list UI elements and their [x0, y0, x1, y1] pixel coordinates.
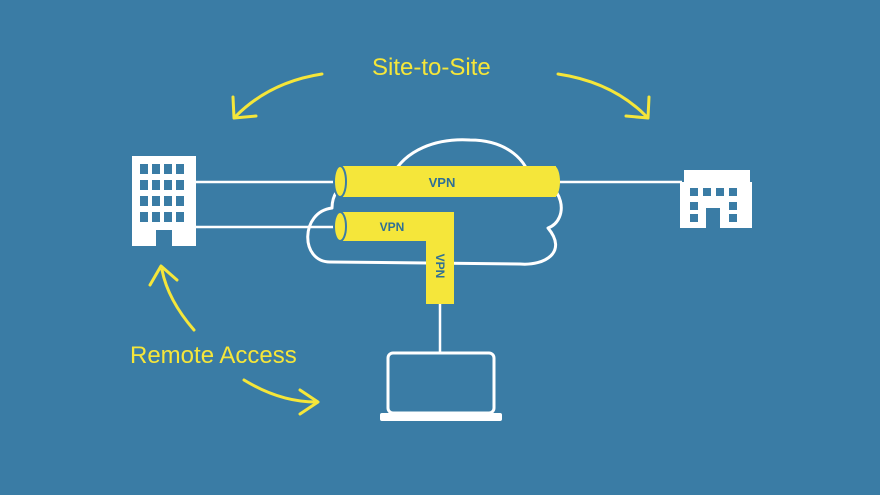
vpn-tunnel-middle-end-left	[333, 211, 347, 242]
vpn-tunnel-top	[338, 166, 556, 197]
laptop-icon	[380, 351, 502, 421]
arrow-remote-up-icon	[160, 268, 196, 332]
vpn-tunnel-l-shape	[338, 212, 454, 304]
cloud-icon	[306, 138, 563, 266]
vpn-label-top: VPN	[429, 175, 456, 190]
site-to-site-label: Site-to-Site	[372, 54, 491, 81]
vpn-tunnel-top-end-right	[548, 166, 560, 197]
arrow-remote-up-head	[148, 264, 179, 287]
office-building-icon-small	[680, 170, 752, 228]
arrow-site-right-icon	[556, 72, 648, 118]
arrow-remote-down-icon	[242, 378, 318, 404]
vpn-label-middle: VPN	[380, 220, 405, 234]
arrow-site-left-head	[231, 95, 258, 120]
office-building-icon-large	[132, 156, 196, 246]
arrow-site-right-head	[624, 95, 651, 120]
vpn-tunnel-top-end-left	[333, 165, 347, 198]
vpn-label-vertical: VPN	[433, 254, 447, 279]
arrow-remote-down-head	[298, 388, 320, 416]
remote-access-label: Remote Access	[130, 342, 297, 369]
arrow-site-left-icon	[234, 72, 324, 118]
